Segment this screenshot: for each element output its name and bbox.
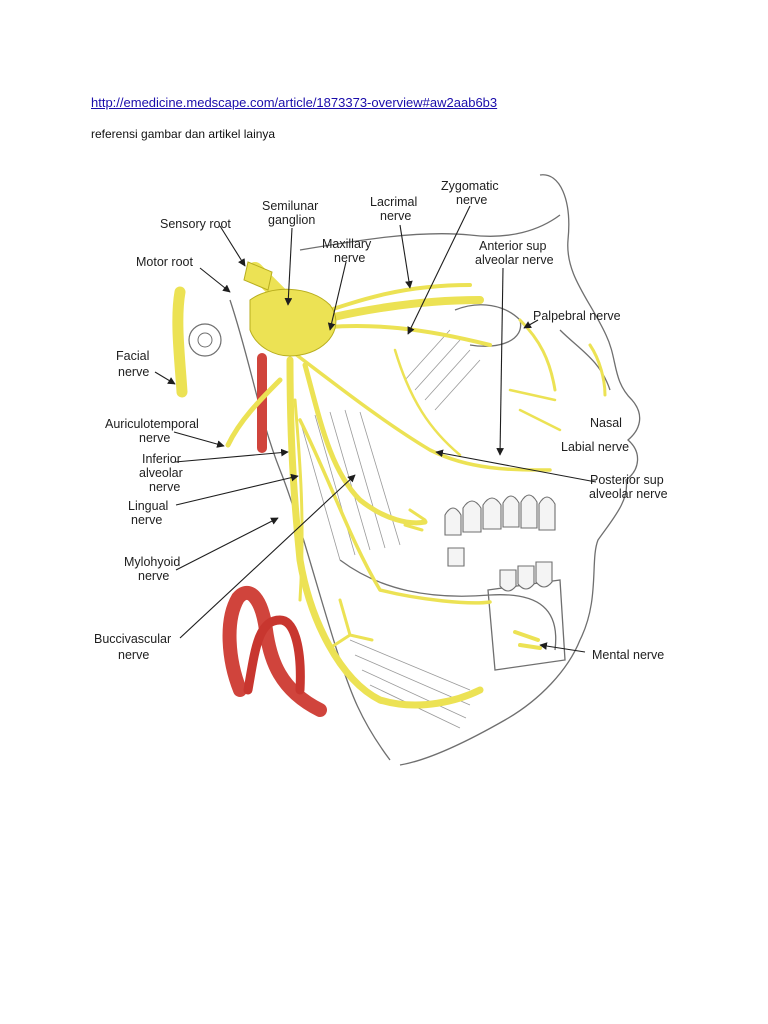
- label-facial-2: nerve: [118, 365, 149, 379]
- label-motor-root: Motor root: [136, 255, 193, 269]
- label-post-sup-2: alveolar nerve: [589, 487, 668, 501]
- label-nasal: Nasal: [590, 416, 622, 430]
- label-lacrimal-1: Lacrimal: [370, 195, 417, 209]
- leader-arrows: [154, 205, 597, 653]
- label-mylohyoid-2: nerve: [138, 569, 169, 583]
- label-inf-alv-1: Inferior: [142, 452, 181, 466]
- trigeminal-nerve-illustration: Sensory root Motor root Semilunar gangli…: [88, 168, 688, 778]
- label-labial: Labial nerve: [561, 440, 629, 454]
- label-inf-alv-3: nerve: [149, 480, 180, 494]
- label-facial-1: Facial: [116, 349, 149, 363]
- label-auriculo-1: Auriculotemporal: [105, 417, 199, 431]
- label-ant-sup-1: Anterior sup: [479, 239, 546, 253]
- label-sensory-root: Sensory root: [160, 217, 231, 231]
- label-post-sup-1: Posterior sup: [590, 473, 664, 487]
- trigeminal-nerve-branches: [172, 262, 607, 709]
- label-buccivascular-2: nerve: [118, 648, 149, 662]
- label-lacrimal-2: nerve: [380, 209, 411, 223]
- label-ant-sup-2: alveolar nerve: [475, 253, 554, 267]
- reference-note: referensi gambar dan artikel lainya: [91, 127, 276, 141]
- reference-link[interactable]: http://emedicine.medscape.com/article/18…: [91, 95, 498, 110]
- label-maxillary-1: Maxillary: [322, 237, 372, 251]
- label-mental: Mental nerve: [592, 648, 664, 662]
- label-mylohyoid-1: Mylohyoid: [124, 555, 180, 569]
- label-palpebral: Palpebral nerve: [533, 309, 621, 323]
- label-zygomatic-2: nerve: [456, 193, 487, 207]
- teeth: [444, 494, 556, 592]
- label-zygomatic-1: Zygomatic: [441, 179, 499, 193]
- anatomy-labels: Sensory root Motor root Semilunar gangli…: [94, 179, 668, 662]
- label-inf-alv-2: alveolar: [139, 466, 183, 480]
- semilunar-ganglion: [188, 261, 337, 357]
- artery: [222, 353, 327, 717]
- label-maxillary-2: nerve: [334, 251, 365, 265]
- label-buccivascular-1: Buccivascular: [94, 632, 171, 646]
- label-lingual-2: nerve: [131, 513, 162, 527]
- label-semilunar-1: Semilunar: [262, 199, 318, 213]
- label-lingual-1: Lingual: [128, 499, 168, 513]
- label-auriculo-2: nerve: [139, 431, 170, 445]
- label-semilunar-2: ganglion: [268, 213, 315, 227]
